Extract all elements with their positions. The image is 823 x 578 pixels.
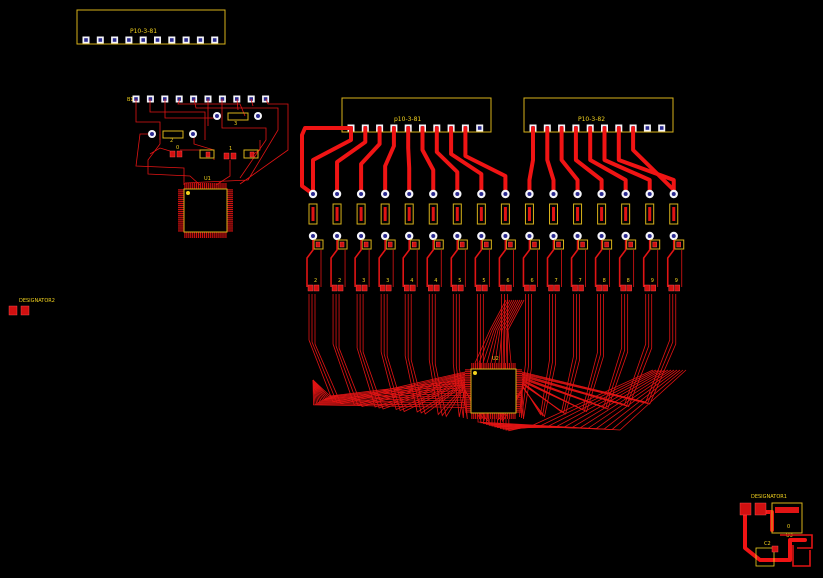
left-circuit: B1 2 3 0 1: [127, 95, 289, 186]
led-number: 6: [530, 278, 533, 284]
led-number: 7: [579, 278, 582, 284]
led-number: 5: [482, 278, 485, 284]
designator2-label: DESIGNATOR2: [19, 298, 55, 304]
designator1-label: DESIGNATOR1: [751, 494, 787, 500]
designator1-part[interactable]: DESIGNATOR1 0 U3 C2: [739, 494, 813, 567]
u3-label: U3: [786, 533, 793, 539]
r2-label: 2: [170, 138, 173, 144]
u3-pad-label: 0: [787, 524, 790, 530]
led-number: 3: [362, 278, 365, 284]
led-number: 8: [603, 278, 606, 284]
r0-label: 0: [176, 145, 179, 151]
led-number: 4: [434, 278, 437, 284]
led-number: 9: [675, 278, 678, 284]
u2-chip[interactable]: U2: [465, 356, 522, 419]
led-number: 3: [386, 278, 389, 284]
r3-label: 3: [234, 121, 237, 127]
led-number: 8: [627, 278, 630, 284]
led-number: 6: [506, 278, 509, 284]
led-number: 2: [314, 278, 317, 284]
led-number: 2: [338, 278, 341, 284]
left-p10-label: p10-3-81: [394, 116, 421, 123]
top-header-label: P10-3-81: [130, 28, 157, 35]
b1-label: B1: [127, 97, 134, 103]
u2-label: U2: [492, 356, 499, 362]
led-number: 4: [410, 278, 413, 284]
power-traces: [300, 126, 676, 196]
r1-label: 1: [229, 146, 232, 152]
top-header-connector[interactable]: P10-3-81: [76, 9, 226, 45]
designator2-part[interactable]: DESIGNATOR2: [8, 298, 55, 316]
resistor-array: 2 2 3 3 4 4 5 5 6 6 7 7 8 8 9 9: [306, 189, 685, 292]
led-number: 7: [555, 278, 558, 284]
led-number: 5: [458, 278, 461, 284]
right-p10-label: P10-3-82: [578, 116, 605, 123]
u1-label: U1: [204, 176, 211, 182]
c2-label: C2: [764, 541, 771, 547]
u1-chip[interactable]: U1: [178, 176, 233, 238]
led-number: 9: [651, 278, 654, 284]
